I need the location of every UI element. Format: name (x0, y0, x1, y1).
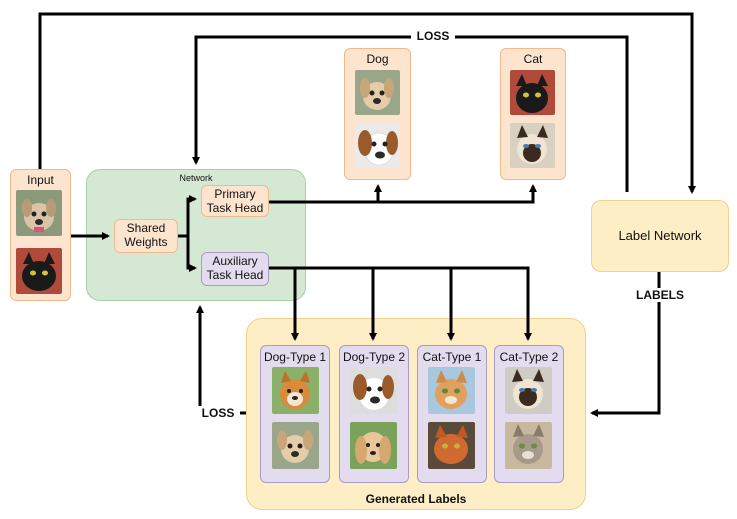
input-title: Input (27, 173, 54, 187)
dog-type-2-photo-2 (350, 422, 397, 469)
cat-title: Cat (523, 52, 543, 66)
loss-top-label: LOSS (411, 29, 455, 43)
auxiliary-to-columns-arrow (269, 266, 532, 341)
primary-task-head-box (201, 185, 269, 217)
label-network-label: Label Network (618, 228, 702, 243)
primary-to-dog-cat-arrow (269, 184, 537, 204)
cat-photo-1 (510, 70, 555, 115)
input-dog-photo (16, 190, 62, 236)
cat-type-2-title: Cat-Type 2 (499, 350, 559, 364)
dog-type-1-title: Dog-Type 1 (263, 350, 327, 364)
cat-type-2-photo-1 (505, 367, 552, 414)
input-cat-photo (16, 248, 62, 294)
cat-type-1-title: Cat-Type 1 (422, 350, 482, 364)
shared-weights-box (114, 219, 178, 253)
loss-bottom-arrow (196, 305, 246, 415)
loss-top-arrow (192, 35, 629, 192)
cat-photo-2 (510, 123, 555, 168)
shared-to-auxiliary-arrow (186, 236, 197, 272)
shared-weights-label: Shared Weights (124, 221, 168, 249)
cat-type-1-photo-2 (428, 422, 475, 469)
dog-photo-2 (355, 123, 400, 168)
primary-task-head-label: Primary Task Head (206, 187, 264, 215)
generated-labels-title: Generated Labels (365, 492, 467, 506)
labels-arrow (590, 272, 661, 417)
dog-title: Dog (366, 52, 389, 66)
labels-label: LABELS (630, 288, 690, 302)
label-network-box (591, 200, 729, 272)
dog-photo-1 (355, 70, 400, 115)
shared-to-primary-arrow (178, 195, 197, 238)
auxiliary-task-head-box (201, 252, 269, 286)
input-to-label-network-arrow (38, 12, 696, 194)
dog-type-2-title: Dog-Type 2 (342, 350, 406, 364)
dog-type-2-photo-1 (350, 367, 397, 414)
auxiliary-task-head-label: Auxiliary Task Head (206, 254, 264, 282)
cat-type-2-photo-2 (505, 422, 552, 469)
dog-type-1-photo-1 (272, 367, 319, 414)
cat-type-1-photo-1 (428, 367, 475, 414)
network-title: Network (179, 173, 213, 183)
dog-type-1-photo-2 (272, 422, 319, 469)
loss-bottom-label: LOSS (196, 406, 240, 420)
